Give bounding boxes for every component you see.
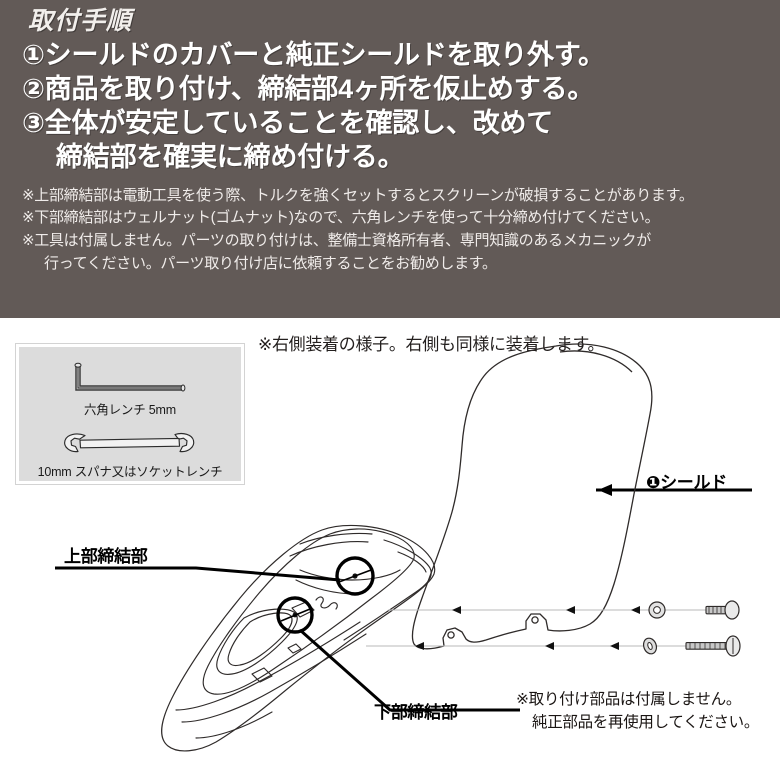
procedure-step: ①シールドのカバーと純正シールドを取り外す。: [22, 39, 605, 70]
upper-fastener-callout: 上部締結部: [64, 547, 148, 566]
caution-note: 行ってください。パーツ取り付け店に依頼することをお勧めします。: [44, 255, 497, 273]
procedure-step: ②商品を取り付け、締結部4ヶ所を仮止めする。: [22, 73, 595, 104]
upper-fastener-marker: [335, 556, 375, 596]
caution-note: ※下部締結部はウェルナット(ゴムナット)なので、六角レンチを使って十分締め付けて…: [22, 209, 660, 227]
technical-drawing: [55, 343, 752, 752]
page-title: 取付手順: [28, 7, 133, 35]
header-band: 取付手順 ①シールドのカバーと純正シールドを取り外す。 ②商品を取り付け、締結部…: [0, 0, 780, 318]
windscreen-shield-drawing: [411, 343, 653, 650]
hex-wrench-icon: [74, 362, 186, 392]
lower-fastener-marker: [276, 596, 314, 634]
hex-wrench-row: 六角レンチ 5mm: [19, 347, 241, 418]
hardware-assembly-lower: [366, 635, 741, 657]
long-screw-icon: [685, 635, 741, 657]
scooter-front-cowl-drawing: [161, 524, 436, 752]
hardware-assembly-upper: [388, 600, 740, 620]
spanner-row: 10mm スパナ又はソケットレンチ: [19, 418, 241, 480]
callout-leader-lines: [55, 484, 752, 712]
parts-note-line-2: 純正部品を再使用してください。: [532, 714, 760, 732]
procedure-step: ③全体が安定していることを確認し、改めて: [22, 108, 554, 139]
illustration-area: 六角レンチ 5mm 10mm スパナ又はソケットレンチ ※右側装着の様子。右側も…: [0, 318, 780, 780]
thin-washer-icon: [642, 637, 658, 655]
caution-note-list: ※上部締結部は電動工具を使う際、トルクを強くセットするとスクリーンが破損すること…: [22, 185, 766, 276]
lower-fastener-callout: 下部締結部: [374, 703, 458, 722]
procedure-step-list: ①シールドのカバーと純正シールドを取り外す。 ②商品を取り付け、締結部4ヶ所を仮…: [22, 38, 766, 175]
required-tools-panel: 六角レンチ 5mm 10mm スパナ又はソケットレンチ: [15, 343, 245, 485]
right-side-caption: ※右側装着の様子。右側も同様に装着します。: [258, 335, 605, 354]
caution-note: ※上部締結部は電動工具を使う際、トルクを強くセットするとスクリーンが破損すること…: [22, 186, 694, 204]
washer-icon: [648, 601, 666, 619]
hex-wrench-label: 六角レンチ 5mm: [84, 403, 176, 417]
spanner-icon: [64, 432, 195, 453]
parts-note-line-1: ※取り付け部品は付属しません。: [516, 691, 742, 708]
shield-callout: ❶シールド: [646, 473, 727, 492]
parts-not-included-note: ※取り付け部品は付属しません。 純正部品を再使用してください。: [516, 688, 759, 735]
procedure-step: 締結部を確実に締め付ける。: [56, 142, 405, 173]
spanner-label: 10mm スパナ又はソケットレンチ: [37, 465, 223, 479]
caution-note: ※工具は付属しません。パーツの取り付けは、整備士資格所有者、専門知識のあるメカニ…: [22, 232, 651, 250]
bolt-icon: [705, 600, 740, 620]
